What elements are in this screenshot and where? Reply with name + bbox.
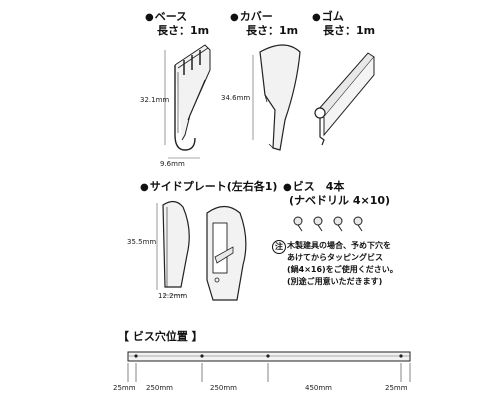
hole-dim-3: 250mm: [210, 384, 237, 392]
hole-dim-5: 25mm: [385, 384, 408, 392]
base-drawing: [164, 44, 211, 159]
side-plate-height-dim: 35.5mm: [127, 238, 157, 246]
note-line-4: (別途ご用意いただきます): [287, 277, 383, 286]
rubber-drawing: [314, 52, 375, 146]
base-length: 長さ：1m: [157, 24, 210, 37]
note-line-2: あけてからタッピングビス: [287, 253, 383, 262]
note-mark: 注: [272, 240, 286, 254]
base-width-dim: 9.6mm: [160, 160, 185, 168]
rubber-title: ゴム: [312, 8, 344, 24]
hole-dim-1: 25mm: [113, 384, 136, 392]
side-plate-title: サイドプレート(左右各1): [140, 178, 278, 194]
cover-height-dim: 34.6mm: [221, 94, 251, 102]
base-height-dim: 32.1mm: [140, 96, 170, 104]
note-line-3: (鍋4×16)をご使用ください。: [287, 265, 398, 274]
cover-drawing: [252, 44, 301, 151]
screw-spec: (ナベドリル 4×10): [289, 194, 391, 207]
cover-title: カバー: [230, 8, 273, 24]
side-plate-width-dim: 12.2mm: [158, 292, 188, 300]
screw-drawing: [293, 216, 363, 232]
base-title: ベース: [145, 8, 187, 24]
hole-dim-2: 250mm: [146, 384, 173, 392]
hole-bar-drawing: [127, 351, 411, 382]
holes-title: 【 ビス穴位置 】: [118, 330, 203, 343]
hole-dim-4: 450mm: [305, 384, 332, 392]
rubber-length: 長さ：1m: [323, 24, 376, 37]
cover-length: 長さ：1m: [246, 24, 299, 37]
note-line-1: 木製建具の場合、予め下穴を: [287, 241, 391, 250]
side-plate-drawing: [156, 200, 247, 301]
screw-title: ビス 4本: [283, 178, 345, 194]
